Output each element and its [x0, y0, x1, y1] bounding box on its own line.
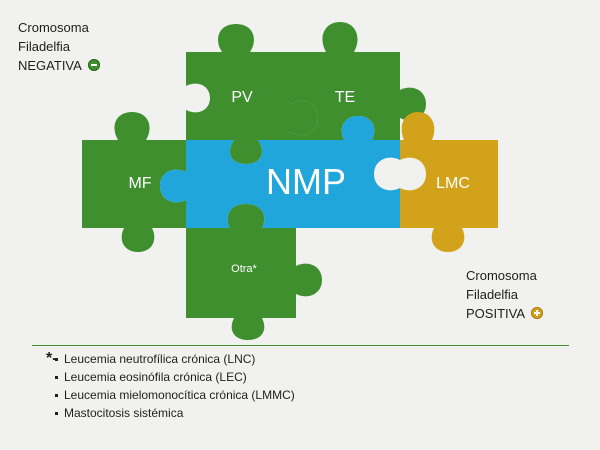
footnote-item: Leucemia neutrofílica crónica (LNC): [55, 350, 295, 368]
plus-circle-icon: [531, 307, 543, 319]
neg-line-3: NEGATIVA: [18, 58, 82, 73]
neg-line-2: Filadelfia: [18, 39, 71, 54]
pv-label: PV: [231, 89, 253, 106]
philadelphia-positive-label: Cromosoma Filadelfia POSITIVA: [466, 266, 543, 323]
te-label: TE: [335, 89, 355, 106]
pos-line-1: Cromosoma: [466, 268, 537, 283]
pos-line-3-wrap: POSITIVA: [466, 304, 543, 323]
footnote-item: Mastocitosis sistémica: [55, 404, 295, 422]
footnote-list: Leucemia neutrofílica crónica (LNC) Leuc…: [50, 350, 295, 422]
nmp-label: NMP: [266, 161, 346, 202]
mf-label: MF: [128, 175, 151, 192]
te-piece: [290, 22, 426, 140]
lmc-label: LMC: [436, 175, 470, 192]
pos-line-3: POSITIVA: [466, 306, 525, 321]
neg-line-3-wrap: NEGATIVA: [18, 56, 100, 75]
philadelphia-negative-label: Cromosoma Filadelfia NEGATIVA: [18, 18, 100, 75]
divider-line: [32, 345, 569, 346]
neg-line-1: Cromosoma: [18, 20, 89, 35]
lmc-piece: [400, 112, 498, 252]
footnote: *- Leucemia neutrofílica crónica (LNC) L…: [46, 350, 295, 422]
minus-circle-icon: [87, 59, 100, 71]
footnote-marker: *-: [46, 350, 58, 367]
nmp-piece: [160, 116, 400, 228]
mf-piece: [82, 112, 186, 252]
pos-line-2: Filadelfia: [466, 287, 519, 302]
otra-label: Otra*: [231, 263, 257, 275]
footnote-item: Leucemia eosinófila crónica (LEC): [55, 368, 295, 386]
pv-piece: [186, 24, 318, 164]
otra-piece: [186, 204, 322, 340]
footnote-item: Leucemia mielomonocítica crónica (LMMC): [55, 388, 295, 402]
